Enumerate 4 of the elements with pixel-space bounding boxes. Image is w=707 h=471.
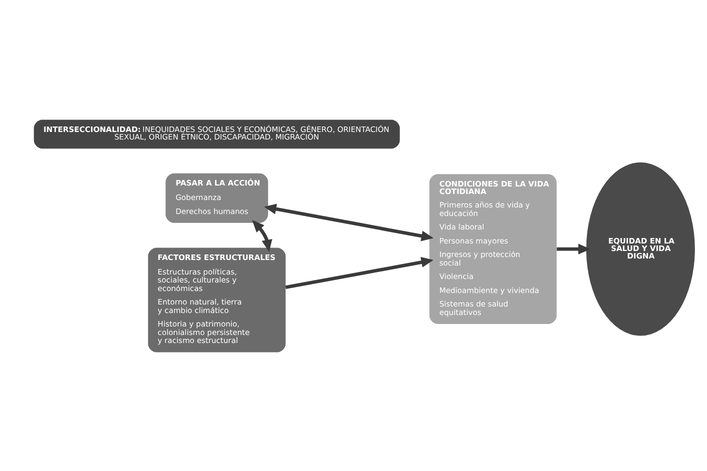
arrow: [556, 243, 590, 254]
arrow: [264, 203, 434, 241]
arrow: [285, 256, 434, 289]
arrow: [252, 220, 272, 252]
